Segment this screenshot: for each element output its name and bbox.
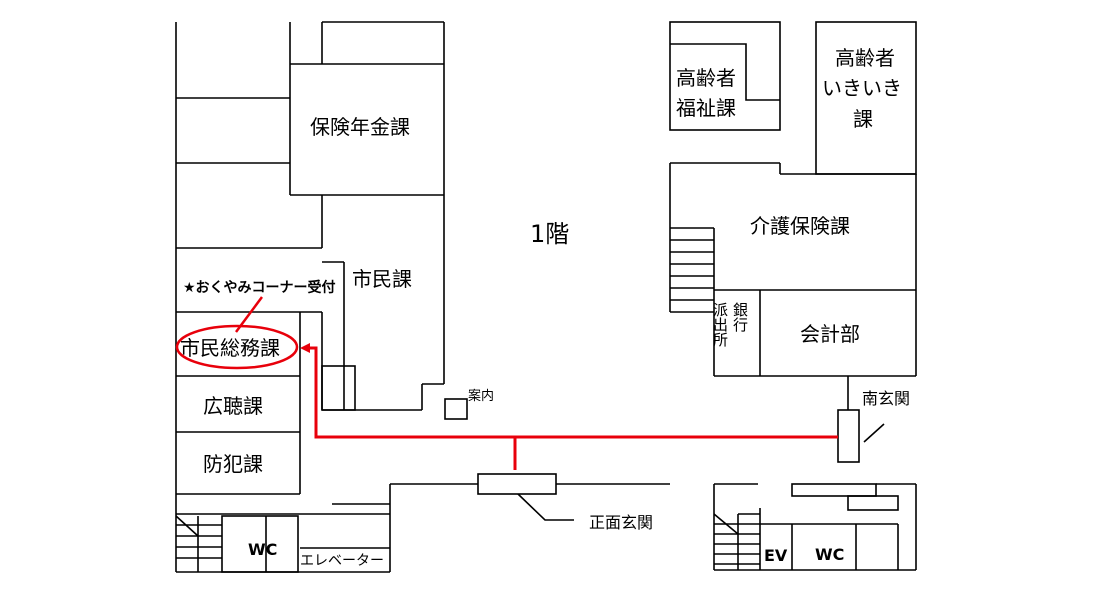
room-shimin: 市民課 — [352, 267, 412, 291]
south-entrance-label: 南玄関 — [862, 389, 910, 408]
room-kaikei: 会計部 — [800, 322, 860, 346]
ev-label: EV — [764, 546, 788, 565]
front-entrance-leader-line — [517, 493, 574, 521]
room-shimin-soumu: 市民総務課 — [180, 336, 280, 360]
room-haken-sho: 派出所 — [711, 302, 729, 347]
elevator-label: エレベーター — [300, 553, 384, 569]
room-hoken-nenkin: 保険年金課 — [310, 115, 410, 139]
room-koureisha-ikiiki-line3: 課 — [853, 107, 873, 131]
room-koureisha-ikiiki-line1: 高齢者 — [835, 46, 895, 70]
route-to-okuyami-counter — [300, 343, 838, 470]
room-kaigo-hoken: 介護保険課 — [750, 214, 850, 238]
room-bouhan: 防犯課 — [203, 452, 263, 476]
information-desk — [444, 398, 468, 420]
room-koureisha-ikiiki-line2: いきいき — [822, 76, 902, 100]
annai-label: 案内 — [468, 388, 494, 404]
wc-right-label: WC — [815, 545, 844, 564]
room-koureisha-fukushi-line1: 高齢者 — [676, 66, 736, 90]
shimin-soumu-highlight-circle — [175, 324, 299, 370]
south-entrance-leader-line — [863, 423, 885, 443]
front-entrance-door — [477, 473, 557, 495]
room-koureisha-fukushi-line2: 福祉課 — [676, 96, 736, 120]
room-kouchou: 広聴課 — [203, 394, 263, 418]
wc-left-label: WC — [248, 540, 277, 559]
okuyami-counter-label: ★おくやみコーナー受付 — [183, 279, 336, 296]
room-ginkou: 銀行 — [731, 302, 749, 333]
floor-label: 1階 — [530, 220, 569, 248]
okuyami-pointer-line — [234, 296, 264, 333]
left-building-walls — [175, 21, 478, 573]
front-entrance-label: 正面玄関 — [589, 513, 653, 532]
